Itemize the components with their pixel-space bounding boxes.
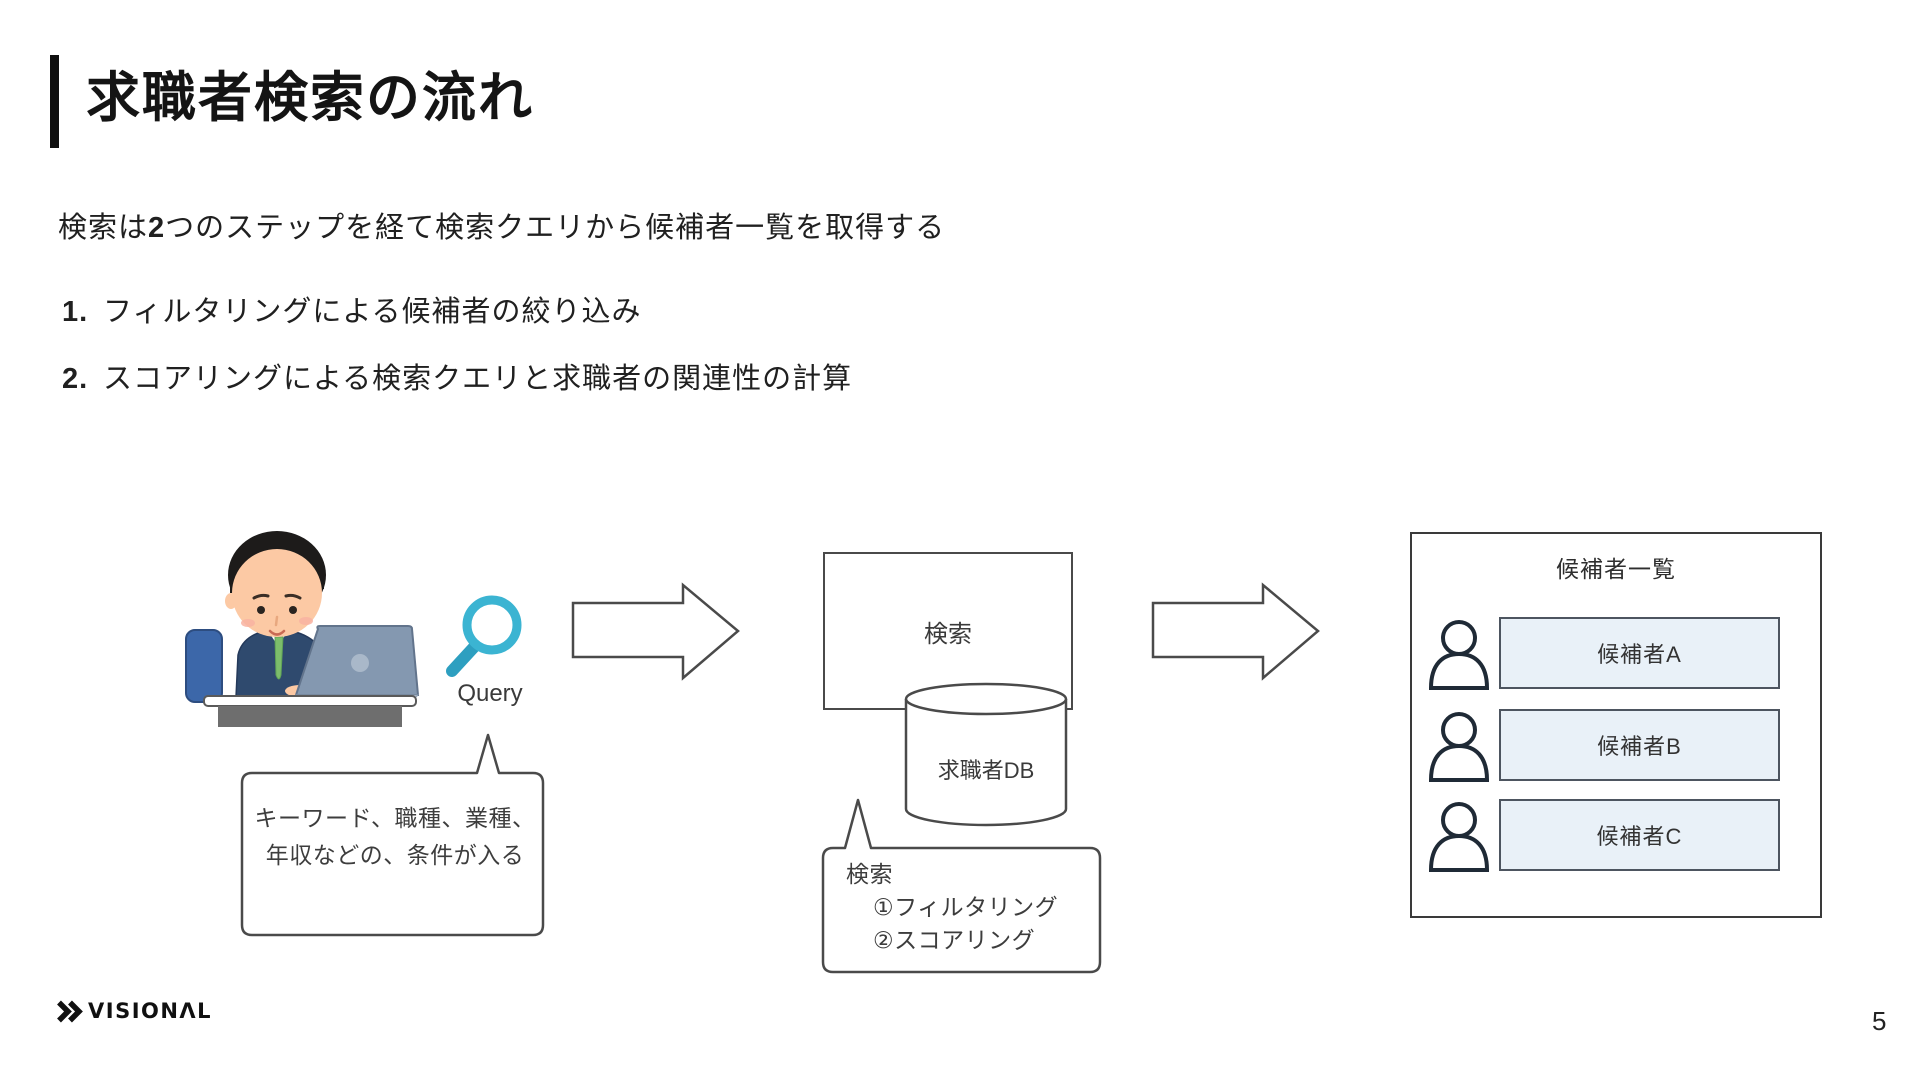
subtitle-emphasis: 2 [148,212,166,244]
candidates-title: 候補者一覧 [1556,556,1676,582]
candidate-box-c: 候補者C [1499,799,1780,871]
subtitle: 検索は2つのステップを経て検索クエリから候補者一覧を取得する [58,204,945,246]
eyebrow-right [284,593,302,600]
jobseeker-db-cylinder [904,682,1068,827]
subtitle-prefix: 検索は [58,212,149,244]
step-item-1: 1. フィルタリングによる候補者の絞り込み [62,288,642,330]
arrow-shape [571,582,740,681]
search-bubble [821,798,1102,974]
person-icon [1428,712,1490,782]
db-label: 求職者DB [937,758,1035,783]
search-bubble-text: 検索 ①フィルタリング ②スコアリング [846,858,1058,957]
cylinder-top [904,682,1068,716]
arrow-shape [1151,582,1320,681]
magnifier-ring [462,595,522,655]
tie [274,636,284,680]
magnifier-icon [446,595,522,677]
eyebrow-left [252,593,270,600]
query-bubble-text: キーワード、職種、業種、 年収などの、条件が入る [252,800,538,874]
search-bubble-line2: ①フィルタリング [873,894,1059,920]
search-bubble-shape [821,798,1102,974]
search-bubble-line3: ②スコアリング [873,927,1036,953]
cheek-right [299,617,313,625]
face [232,549,322,637]
search-box-label: 検索 [924,620,972,648]
logo-text: VISIONΛL [88,999,213,1023]
query-bubble-line1: キーワード、職種、業種、 [254,805,536,831]
flow-arrow-2 [1151,582,1320,681]
query-bubble-shape [240,733,545,937]
eye-right [289,606,297,614]
search-box: 検索 [823,552,1073,710]
mouth [268,629,286,636]
eye-left [257,606,265,614]
step-item-2: 2. スコアリングによる検索クエリと求職者の関連性の計算 [62,355,852,397]
candidates-panel: 候補者一覧 候補者A 候補者B 候補者C [1410,532,1822,918]
nose [274,615,279,627]
page-number: 5 [1872,1006,1887,1036]
flow-arrow-1 [571,582,740,681]
query-bubble-line2: 年収などの、条件が入る [265,842,525,868]
chair-shape [185,629,223,703]
subtitle-suffix: つのステップを経て検索クエリから候補者一覧を取得する [165,212,946,244]
step-1-text: フィルタリングによる候補者の絞り込み [103,296,642,328]
laptop-logo [351,654,369,672]
visional-logo: VISIONΛL [56,999,212,1023]
candidate-c-label: 候補者C [1596,824,1683,849]
cheek-left [241,619,255,627]
candidate-b-label: 候補者B [1597,734,1682,759]
search-bubble-line1: 検索 [846,861,893,887]
magnifier-handle [446,640,481,677]
page-title: 求職者検索の流れ [86,68,534,128]
title-accent-bar [50,55,59,148]
candidate-box-a: 候補者A [1499,617,1780,689]
desk-front [218,706,402,727]
query-bubble [240,733,545,937]
person-icon [1428,620,1490,690]
candidate-box-b: 候補者B [1499,709,1780,781]
step-1-number: 1. [62,296,89,328]
candidate-a-label: 候補者A [1597,642,1682,667]
step-2-text: スコアリングによる検索クエリと求職者の関連性の計算 [103,363,853,395]
person-icon [1428,802,1490,872]
step-2-number: 2. [62,363,89,395]
logo-chevrons-icon [57,1000,83,1022]
person-at-laptop-illustration [185,531,420,727]
desk-top [203,695,417,707]
query-label: Query [457,680,523,707]
cylinder-body [904,699,1068,827]
